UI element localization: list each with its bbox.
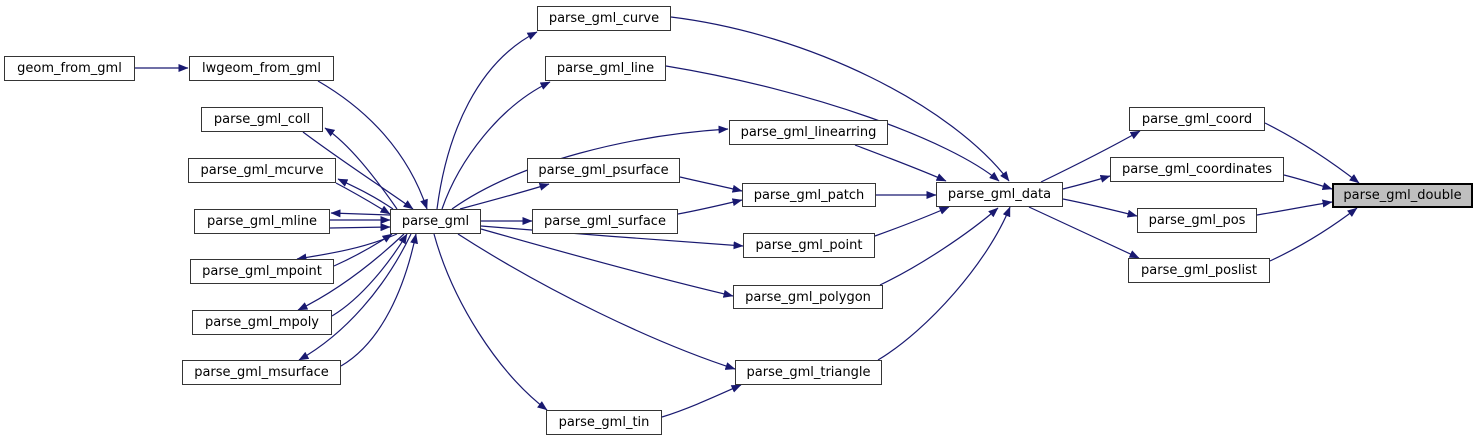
node-parse-gml-mline[interactable]: parse_gml_mline <box>194 209 330 234</box>
edge-parse_gml_point-parse_gml_data <box>874 206 950 237</box>
node-lwgeom-from-gml[interactable]: lwgeom_from_gml <box>189 56 334 81</box>
node-parse-gml-coord[interactable]: parse_gml_coord <box>1129 107 1265 131</box>
edge-parse_gml_mline-parse_gml-2 <box>329 223 391 232</box>
node-parse-gml-tin[interactable]: parse_gml_tin <box>546 410 662 435</box>
node-parse-gml-psurface[interactable]: parse_gml_psurface <box>527 158 680 183</box>
edge-parse_gml_pos-parse_gml_double <box>1256 199 1333 216</box>
edge-parse_gml_psurface-parse_gml_patch <box>679 176 743 193</box>
node-parse-gml[interactable]: parse_gml <box>390 209 481 234</box>
edge-parse_gml-parse_gml_line <box>441 81 551 210</box>
node-parse-gml-triangle[interactable]: parse_gml_triangle <box>735 360 882 385</box>
node-parse-gml-mpoint[interactable]: parse_gml_mpoint <box>190 259 334 284</box>
edge-parse_gml_mpoly-parse_gml <box>331 233 408 317</box>
edge-parse_gml-parse_gml_linearring <box>451 125 729 210</box>
edge-parse_gml_msurface-parse_gml <box>340 233 418 367</box>
node-parse-gml-linearring[interactable]: parse_gml_linearring <box>729 120 888 145</box>
edge-parse_gml_polygon-parse_gml_data <box>879 207 999 286</box>
node-parse-gml-pos[interactable]: parse_gml_pos <box>1137 208 1257 233</box>
edge-parse_gml-parse_gml_triangle <box>457 233 736 370</box>
edge-parse_gml_data-parse_gml_coord <box>1040 130 1141 183</box>
edge-parse_gml_poslist-parse_gml_double <box>1269 207 1358 262</box>
edge-parse_gml_coord-parse_gml_double <box>1264 122 1360 184</box>
edge-parse_gml-parse_gml_mline <box>330 209 391 218</box>
edge-parse_gml_data-parse_gml_coordinates <box>1062 175 1111 190</box>
node-parse-gml-curve[interactable]: parse_gml_curve <box>537 6 671 31</box>
edge-parse_gml-parse_gml_tin <box>433 233 548 411</box>
node-parse-gml-coordinates[interactable]: parse_gml_coordinates <box>1110 157 1284 182</box>
edge-parse_gml-parse_gml_mpoly <box>297 233 405 311</box>
edge-parse_gml-parse_gml_polygon <box>480 228 734 298</box>
edge-parse_gml-parse_gml_point <box>480 225 744 250</box>
edge-parse_gml_line-parse_gml_data <box>665 65 1000 182</box>
node-parse-gml-msurface[interactable]: parse_gml_msurface <box>182 360 341 385</box>
node-parse-gml-line[interactable]: parse_gml_line <box>545 56 666 81</box>
edge-parse_gml_surface-parse_gml_patch <box>677 198 743 215</box>
edge-parse_gml_data-parse_gml_poslist <box>1028 206 1140 259</box>
node-parse-gml-point[interactable]: parse_gml_point <box>743 233 875 258</box>
node-parse-gml-polygon[interactable]: parse_gml_polygon <box>733 285 883 309</box>
edge-lwgeom_from_gml-parse_gml <box>317 80 428 210</box>
edge-parse_gml_linearring-parse_gml_data <box>854 144 947 182</box>
node-parse-gml-patch[interactable]: parse_gml_patch <box>742 183 876 207</box>
edge-parse_gml-parse_gml_msurface <box>298 233 412 361</box>
node-parse-gml-mcurve[interactable]: parse_gml_mcurve <box>188 158 336 183</box>
node-parse-gml-data[interactable]: parse_gml_data <box>936 182 1063 207</box>
edge-parse_gml-parse_gml_coll <box>324 127 398 210</box>
edge-parse_gml_triangle-parse_gml_data <box>877 206 1011 361</box>
edge-parse_gml_tin-parse_gml_triangle <box>661 384 742 418</box>
edge-parse_gml_coordinates-parse_gml_double <box>1283 174 1333 190</box>
node-parse-gml-surface[interactable]: parse_gml_surface <box>532 209 678 234</box>
edge-parse_gml_data-parse_gml_pos <box>1062 198 1138 218</box>
edge-parse_gml_coll-parse_gml <box>302 131 414 210</box>
node-parse-gml-poslist[interactable]: parse_gml_poslist <box>1128 258 1270 283</box>
edge-parse_gml-parse_gml_mcurve <box>337 178 394 210</box>
node-parse-gml-coll[interactable]: parse_gml_coll <box>201 107 323 132</box>
edge-parse_gml-parse_gml_psurface <box>459 182 550 210</box>
node-parse-gml-double[interactable]: parse_gml_double <box>1332 183 1473 208</box>
node-geom-from-gml[interactable]: geom_from_gml <box>4 56 135 81</box>
edge-parse_gml-parse_gml_curve <box>436 31 538 210</box>
edge-parse_gml_mpoint-parse_gml <box>333 233 393 267</box>
edge-parse_gml_curve-parse_gml_data <box>670 16 1010 182</box>
edge-parse_gml_mcurve-parse_gml <box>335 182 391 215</box>
node-parse-gml-mpoly[interactable]: parse_gml_mpoly <box>192 310 332 335</box>
edge-parse_gml-parse_gml_mpoint <box>296 233 398 262</box>
